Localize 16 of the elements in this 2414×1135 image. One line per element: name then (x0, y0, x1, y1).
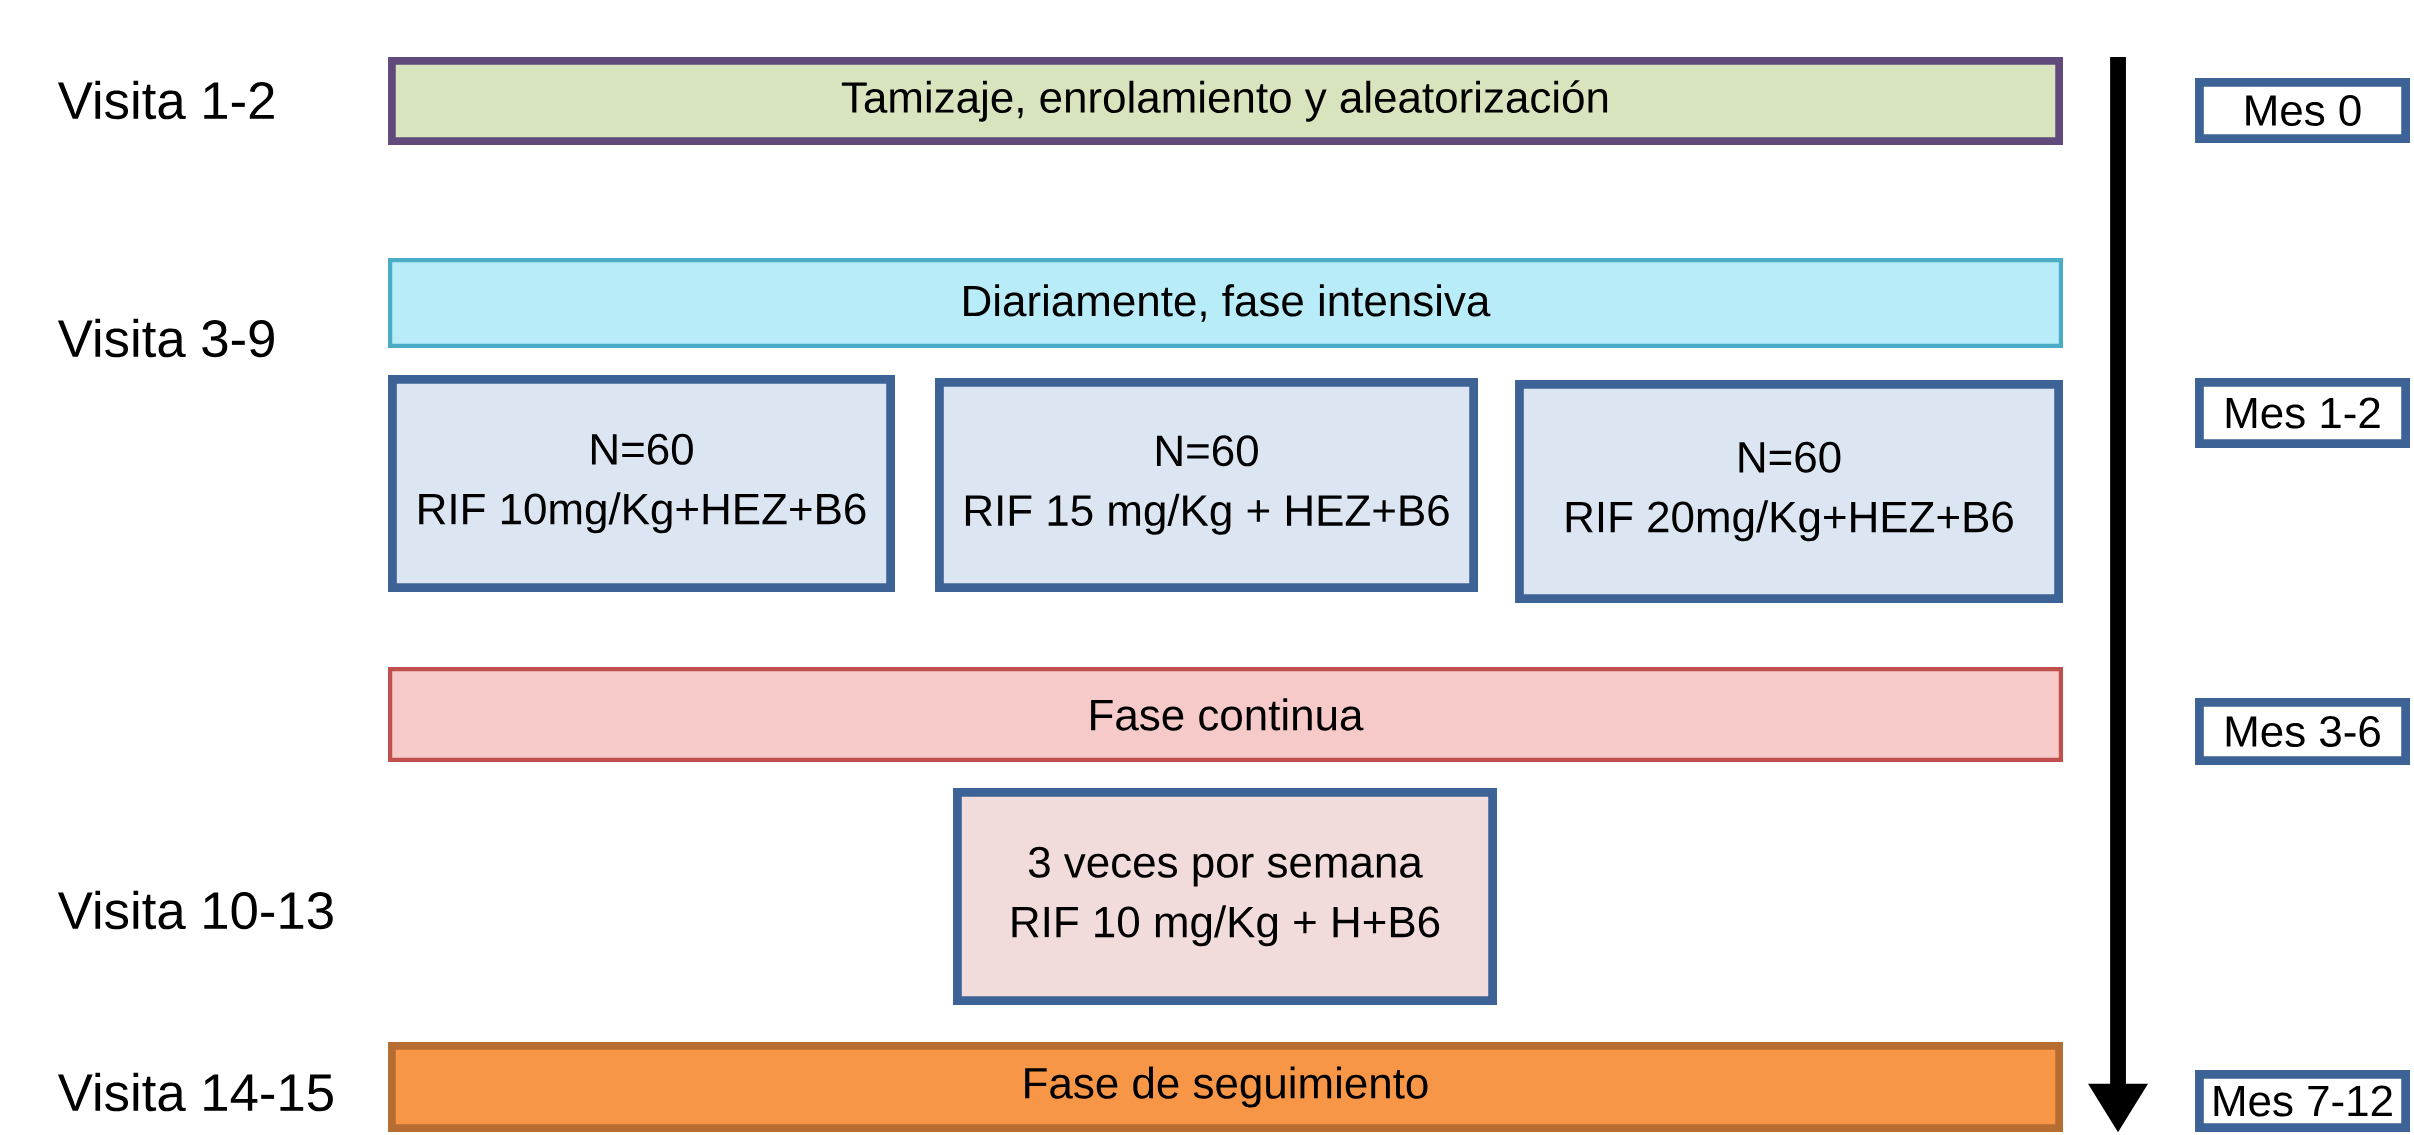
phase-bar: Fase de seguimiento (388, 1042, 2063, 1132)
visit-label: Visita 1-2 (57, 80, 274, 120)
treatment-box: 3 veces por semana RIF 10 mg/Kg + H+B6 (953, 788, 1498, 1005)
month-box: Mes 3-6 (2195, 698, 2411, 765)
month-box: Mes 7-12 (2195, 1070, 2411, 1132)
month-box: Mes 0 (2195, 78, 2411, 143)
phase-bar: Diariamente, fase intensiva (388, 257, 2064, 348)
visit-label: Visita 3-9 (57, 318, 274, 358)
visit-label: Visita 14-15 (57, 1072, 333, 1112)
phase-bar: Tamizaje, enrolamiento y aleatorización (388, 57, 2063, 145)
treatment-box: N=60 RIF 15 mg/Kg + HEZ+B6 (935, 378, 1478, 592)
treatment-box: N=60 RIF 20mg/Kg+HEZ+B6 (1515, 380, 2063, 603)
month-box: Mes 1-2 (2195, 378, 2411, 448)
visit-label: Visita 10-13 (57, 890, 333, 930)
treatment-box: N=60 RIF 10mg/Kg+HEZ+B6 (388, 375, 895, 592)
phase-bar: Fase continua (388, 667, 2064, 762)
